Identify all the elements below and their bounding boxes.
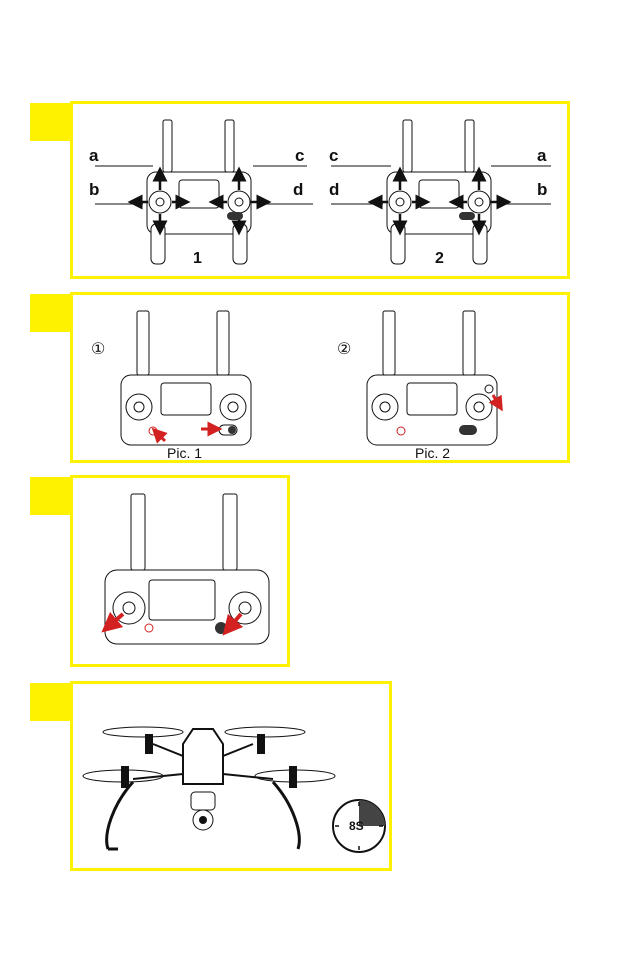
- controller-icon: [121, 311, 251, 445]
- controller-icon: [367, 311, 497, 445]
- controller-icon: [375, 120, 504, 264]
- label-a: a: [89, 146, 98, 166]
- label-a: a: [537, 146, 546, 166]
- section-4-panel: 8S: [70, 681, 392, 871]
- label-b: b: [89, 180, 99, 200]
- controller-icon: [105, 494, 269, 644]
- section-1-panel: a b c d c d a b 1 2: [70, 101, 570, 279]
- controller-icon: [135, 120, 264, 264]
- step-2-marker: ②: [337, 339, 351, 359]
- label-b: b: [537, 180, 547, 200]
- timer-label: 8S: [349, 819, 364, 833]
- pic-2-caption: Pic. 2: [415, 445, 450, 461]
- mode-1-label: 1: [193, 250, 202, 268]
- label-d: d: [329, 180, 339, 200]
- label-d: d: [293, 180, 303, 200]
- section-3-panel: [70, 475, 290, 667]
- section-2-panel: ① ② Pic. 1 Pic. 2: [70, 292, 570, 463]
- mode-diagram: [73, 104, 573, 282]
- pic-1-caption: Pic. 1: [167, 445, 202, 461]
- label-c: c: [329, 146, 338, 166]
- calibration-diagram: [73, 478, 293, 670]
- label-c: c: [295, 146, 304, 166]
- binding-diagram: [73, 295, 573, 466]
- step-1-marker: ①: [91, 339, 105, 359]
- mode-2-label: 2: [435, 250, 444, 268]
